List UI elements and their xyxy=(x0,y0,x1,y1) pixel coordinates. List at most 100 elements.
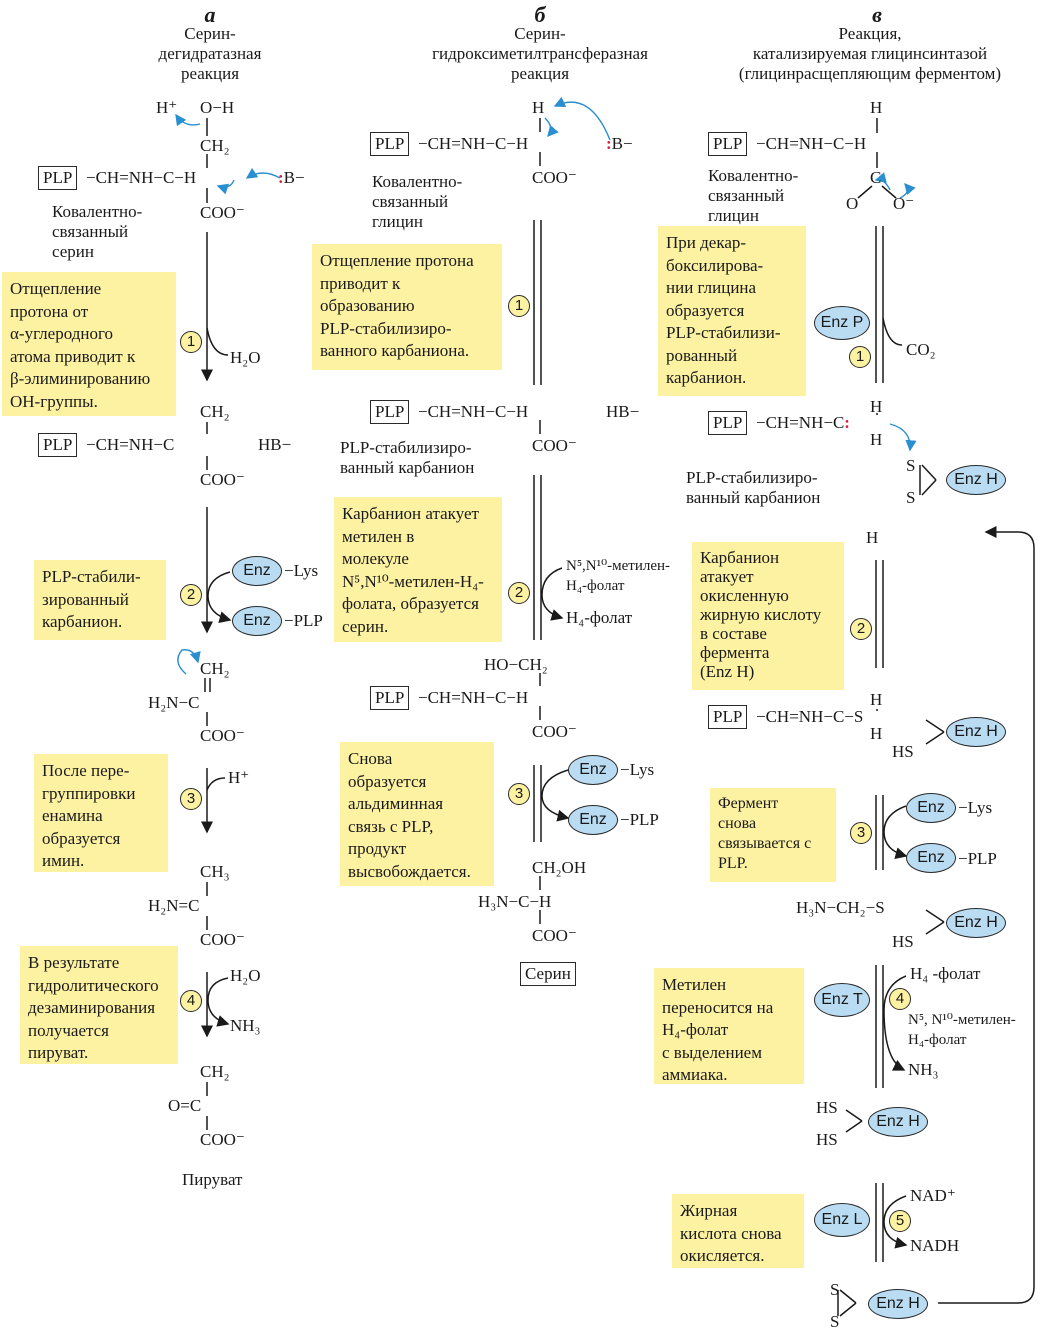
sulfur: S xyxy=(830,1280,840,1299)
coo: COO⁻ xyxy=(532,722,577,741)
plp-box: PLP xyxy=(38,166,78,190)
chain-text: CH=NH−C xyxy=(95,168,175,187)
h2n: H₂N xyxy=(148,693,179,712)
bond xyxy=(839,1302,857,1317)
h3n: H₃N xyxy=(478,892,509,911)
plp-box: PLP xyxy=(708,132,748,156)
electron-arrow xyxy=(216,179,235,195)
title-line: катализируемая глицинсинтазой xyxy=(752,44,988,63)
chain-text: CH=NH−C xyxy=(427,688,507,707)
o-atom: O xyxy=(846,194,859,213)
branch-c3 xyxy=(883,805,908,860)
note-line: енамина xyxy=(42,806,103,825)
methylene-folate: N⁵,N¹⁰-метилен- H₄-фолат xyxy=(566,556,670,596)
aminomethyl: H₃N−CH₂−S xyxy=(796,898,885,917)
note-line: приводит к xyxy=(320,273,401,293)
water: H₂O xyxy=(230,966,261,985)
sulfur: S xyxy=(906,488,916,507)
bond xyxy=(925,921,945,935)
coo: COO⁻ xyxy=(200,930,245,949)
note-line: пируват. xyxy=(28,1043,89,1062)
ch2: CH₂ xyxy=(200,1062,230,1081)
plp-chain: −CH=NH−C−H xyxy=(418,688,529,707)
note-line: Метилен xyxy=(662,975,727,994)
note-c2: Карбанион атакует окисленную жирную кисл… xyxy=(692,542,844,690)
branch-c1 xyxy=(882,317,903,346)
ch2oh: CH₂OH xyxy=(532,858,587,877)
note-line: В результате xyxy=(28,953,120,972)
plp-chain: −CH=NH−C xyxy=(86,435,175,454)
plp-chain: −CH=NH−C−S xyxy=(756,707,864,726)
enzyme-enz: Enz xyxy=(232,606,282,636)
note-line: OH-группы. xyxy=(10,391,98,411)
return-loop-arrow xyxy=(938,526,1035,1304)
step-1-badge: 1 xyxy=(849,346,871,368)
hb: HB− xyxy=(258,435,292,454)
branch-c5 xyxy=(883,1195,908,1249)
hb: HB− xyxy=(606,402,640,421)
c-atom: C xyxy=(188,896,200,915)
lys: −Lys xyxy=(284,561,319,580)
note-line: При декар- xyxy=(666,233,747,252)
note-line: продукт xyxy=(348,839,407,858)
note-line: получается xyxy=(28,1020,109,1040)
note-line: альдиминная xyxy=(348,794,444,813)
note-line: Карбанион атакует xyxy=(342,504,479,523)
note-line: фолата, образуется xyxy=(342,594,479,613)
note-line: серин. xyxy=(342,616,389,636)
chain-text: CH=NH−C xyxy=(765,134,845,153)
enzyme-enz-p: Enz P xyxy=(814,306,870,340)
h-atom: H xyxy=(532,98,545,117)
note-line: N⁵,N¹⁰-метилен-H₄- xyxy=(342,571,484,591)
plp-chain: −CH=NH−C−H xyxy=(86,168,197,187)
title-line: реакция xyxy=(510,64,570,83)
step-1-badge: 1 xyxy=(180,331,202,353)
serine-amine: H₃N−C−H xyxy=(478,892,552,911)
thiol: HS xyxy=(892,932,914,951)
carbanion-label: PLP-стабилизиро- ванный карбанион xyxy=(686,468,820,508)
title-line: дегидратазная xyxy=(158,44,262,63)
chain-text: CH=NH−C xyxy=(427,402,507,421)
nad: NAD⁺ xyxy=(910,1186,956,1205)
label-line: PLP-стабилизиро- xyxy=(340,438,472,457)
note-line: в составе xyxy=(700,624,767,643)
note-line: ванного карбаниона. xyxy=(320,341,470,360)
chain-text: CH=NH−C xyxy=(95,435,175,454)
note-line: PLP-стабилизиро- xyxy=(320,318,452,338)
h-atom: H xyxy=(539,892,552,911)
note-line: дезаминирования xyxy=(28,998,156,1017)
label-line: PLP-стабилизиро- xyxy=(686,468,818,487)
note-line: гидролитического xyxy=(28,975,159,995)
branch-b2 xyxy=(541,567,564,621)
coo: COO⁻ xyxy=(532,436,577,455)
electron-arrow xyxy=(874,172,891,191)
column-letter-b: б xyxy=(534,2,546,27)
step-4-badge: 4 xyxy=(889,988,911,1010)
note-a1: Отщепление протона от α-углеродного атом… xyxy=(2,272,176,416)
plp-box: PLP xyxy=(370,686,410,710)
note-line: образованию xyxy=(320,296,415,315)
imine: H₂N=C xyxy=(148,896,200,915)
step-2-badge: 2 xyxy=(850,618,872,640)
label-line: серин xyxy=(52,242,94,261)
thiol: HS xyxy=(816,1098,838,1117)
h-atom: H xyxy=(870,430,883,449)
branch-a2 xyxy=(207,571,232,624)
chain-text: CH=NH−C−S xyxy=(765,707,864,726)
h-atom: H xyxy=(866,528,879,547)
bond xyxy=(845,1120,863,1133)
lys: −Lys xyxy=(958,798,993,817)
ch2: CH₂ xyxy=(200,136,230,155)
h4-folate: H₄ -фолат xyxy=(910,964,981,983)
note-line: карбанион. xyxy=(42,612,123,631)
thiol: HS xyxy=(816,1130,838,1149)
ammonia: NH₃ xyxy=(908,1060,939,1079)
note-line: α-углеродного xyxy=(10,324,114,343)
c-atom: C xyxy=(188,693,200,712)
plp-box: PLP xyxy=(370,132,410,156)
h-atom: H xyxy=(515,688,529,707)
note-a2: PLP-стабили- зированный карбанион. xyxy=(34,560,166,640)
note-b1: Отщепление протона приводит к образовани… xyxy=(312,244,502,370)
bond xyxy=(925,909,945,923)
